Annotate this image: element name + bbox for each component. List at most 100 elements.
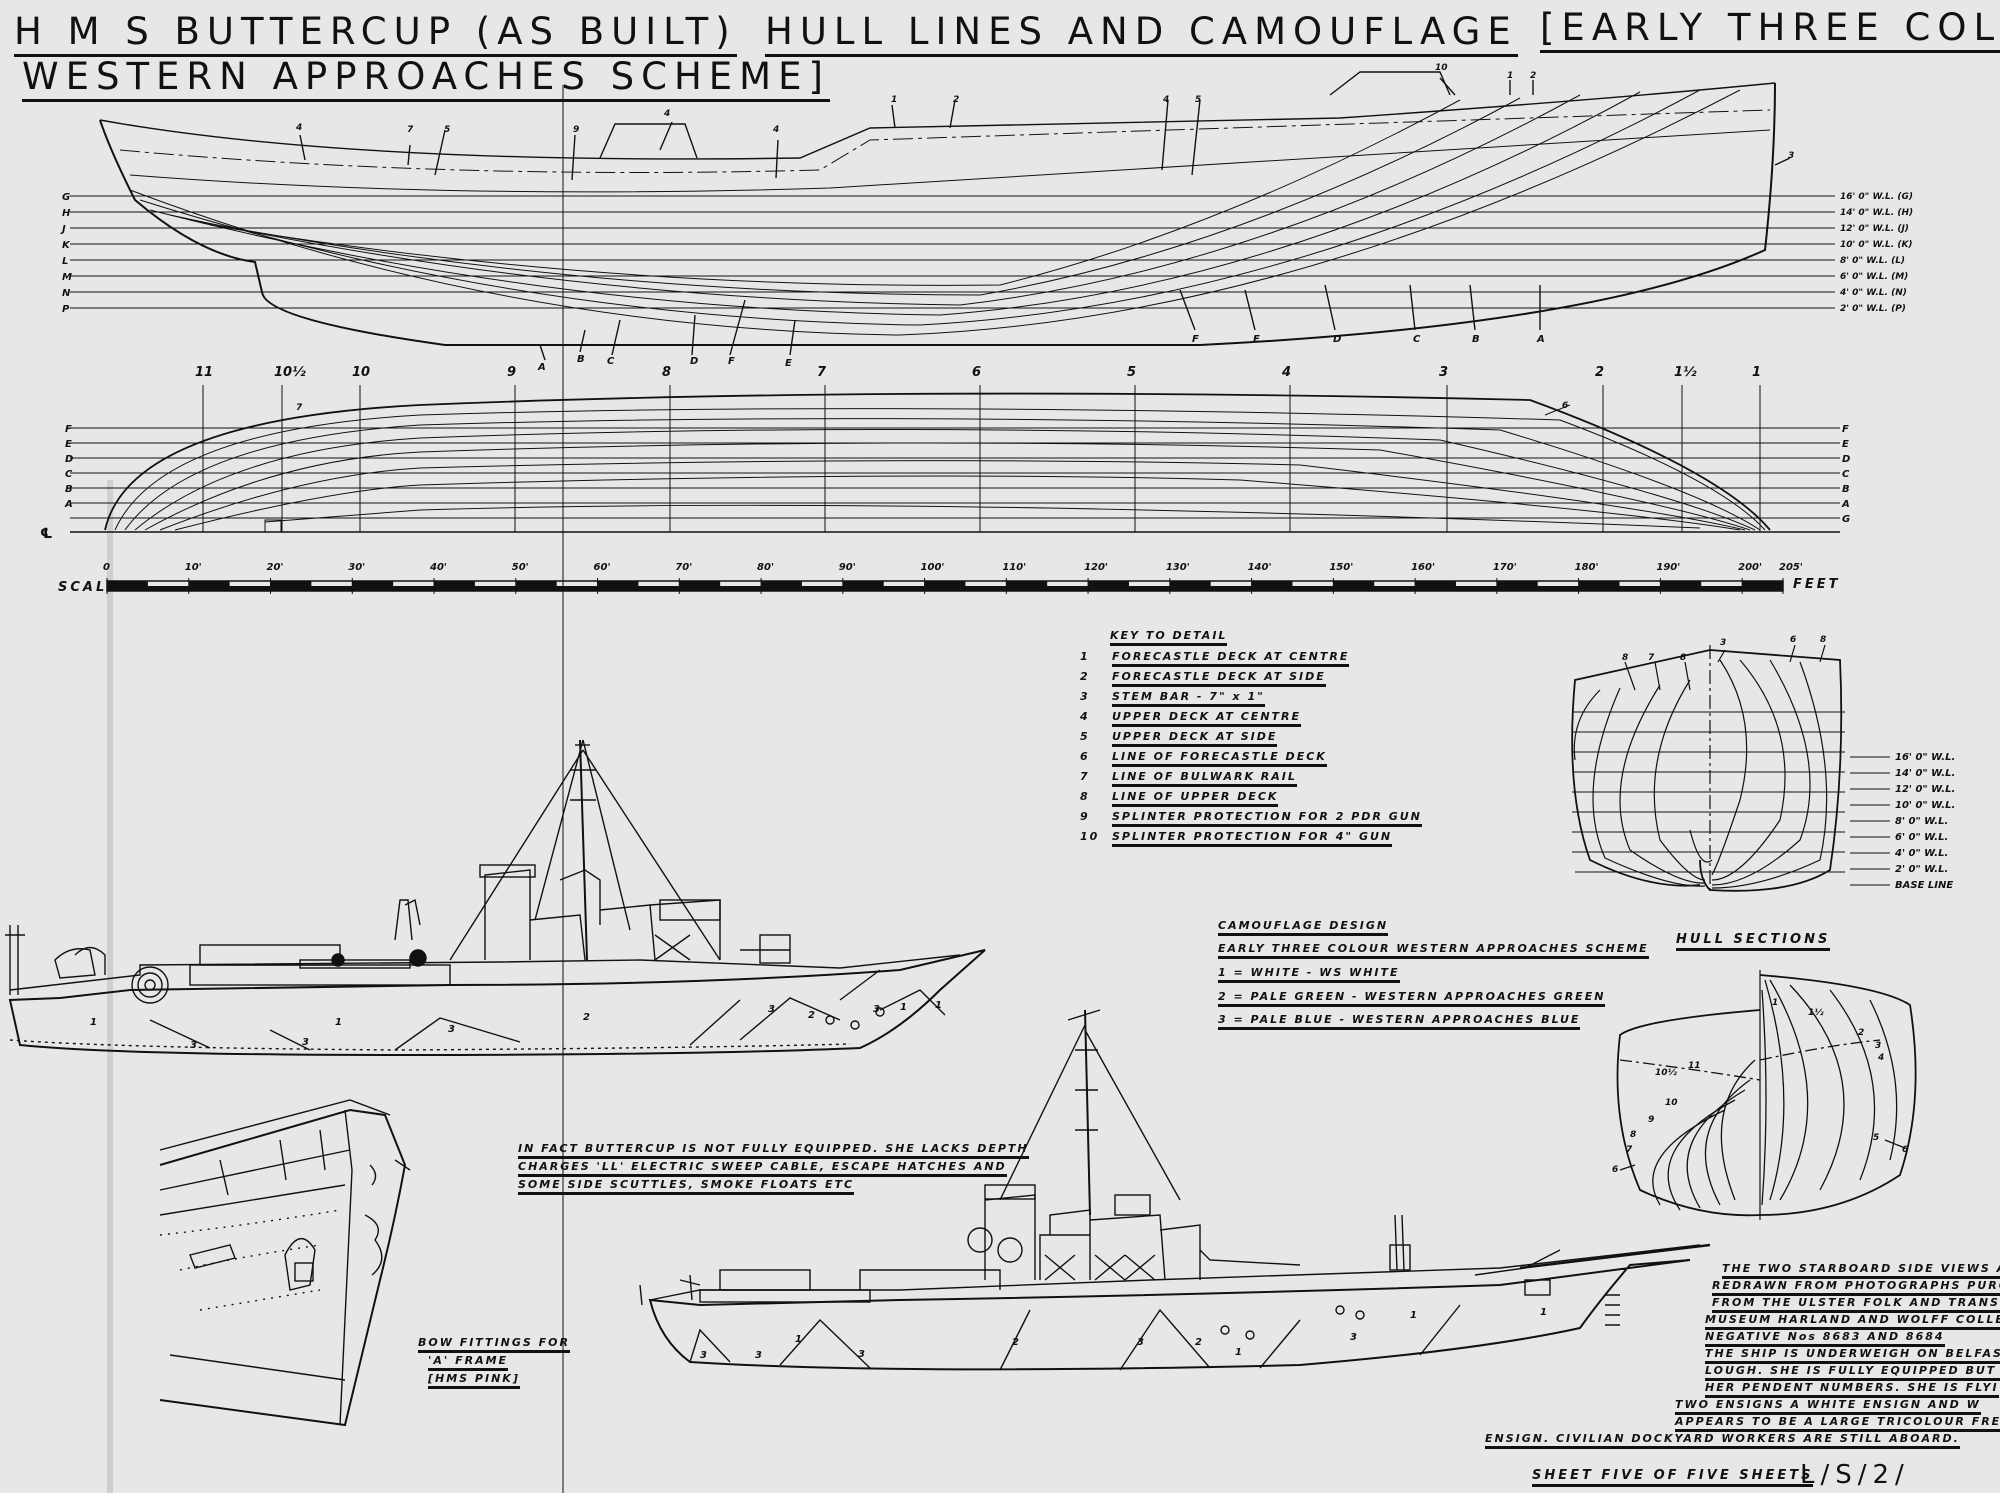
buttock-letter: C <box>607 356 615 367</box>
body-plan-waterline-label: 2' 0" W.L. <box>1895 864 1948 875</box>
photo-note-line: FROM THE ULSTER FOLK AND TRANS <box>1712 1296 2000 1313</box>
body-plan-callout: 3 <box>1720 638 1726 648</box>
body-plan-waterline-label: BASE LINE <box>1895 880 1953 891</box>
scale-tick-label: 140' <box>1248 562 1272 573</box>
scale-tick-label: 40' <box>429 562 447 573</box>
waterline-label: 10' 0" W.L. (K) <box>1840 240 1913 250</box>
hull-sections-heading: HULL SECTIONS <box>1676 932 1831 951</box>
hull-section-callout: 3 <box>1875 1041 1881 1051</box>
station-number: 10 <box>352 365 370 380</box>
profile-callout: 2 <box>953 95 959 105</box>
buttock-letter: A <box>537 362 546 373</box>
camouflage-number: 2 <box>583 1012 590 1023</box>
scale-label: SCALE <box>58 580 120 595</box>
plan-callout: 7 <box>296 403 303 413</box>
body-plan-waterline-label: 6' 0" W.L. <box>1895 832 1948 843</box>
camouflage-number: 1 <box>1235 1347 1242 1358</box>
station-number: 11 <box>195 365 213 380</box>
key-item-text: UPPER DECK AT CENTRE <box>1112 710 1302 727</box>
waterline-label: 16' 0" W.L. (G) <box>1840 192 1913 202</box>
profile-callout: 5 <box>1195 95 1201 105</box>
scale-tick-label: 90' <box>839 562 856 573</box>
body-plan-waterline-label: 4' 0" W.L. <box>1894 848 1948 859</box>
camouflage-number: 3 <box>700 1350 707 1361</box>
camouflage-item-3: 3 = PALE BLUE - WESTERN APPROACHES BLUE <box>1218 1013 1581 1030</box>
body-plan-waterline-labels: 16' 0" W.L.14' 0" W.L.12' 0" W.L.10' 0" … <box>1894 752 1955 891</box>
key-item-text: LINE OF FORECASTLE DECK <box>1112 750 1327 767</box>
scale-segment <box>1415 581 1456 586</box>
scale-segment <box>434 581 475 586</box>
buttock-letter: B <box>577 354 585 365</box>
plan-letter: B <box>1842 484 1850 495</box>
key-item-number: 5 <box>1080 730 1090 743</box>
scale-tick-label: 170' <box>1493 562 1517 573</box>
scale-tick-label: 70' <box>675 562 692 573</box>
plan-letter: E <box>65 439 72 450</box>
hull-section-callout: 1½ <box>1808 1008 1824 1018</box>
hull-section-callout: 11 <box>1688 1061 1701 1071</box>
ship-side-view-2 <box>639 1009 1711 1371</box>
scale-tick-label: 150' <box>1329 562 1353 573</box>
buttock-letter: E <box>1253 334 1260 345</box>
camouflage-number: 1 <box>1540 1307 1547 1318</box>
photo-note-line: THE SHIP IS UNDERWEIGH ON BELFAS <box>1705 1347 2000 1364</box>
scale-tick-label: 200' <box>1738 562 1762 573</box>
scale-tick-label: 180' <box>1575 562 1599 573</box>
scale-segment <box>679 581 721 586</box>
plan-letter: C <box>1842 469 1850 480</box>
station-number: 6 <box>972 365 981 380</box>
body-plan <box>1571 644 1890 895</box>
photo-note-line: REDRAWN FROM PHOTOGRAPHS PURC <box>1712 1279 2000 1296</box>
key-item-number: 10 <box>1080 830 1100 843</box>
bow-caption-line-1: BOW FITTINGS FOR <box>418 1336 570 1353</box>
camouflage-number: 1 <box>1410 1310 1417 1321</box>
key-item-text: SPLINTER PROTECTION FOR 4" GUN <box>1112 830 1393 847</box>
photo-note-line: NEGATIVE Nos 8683 AND 8684 <box>1705 1330 1945 1347</box>
waterline-letter: H <box>62 208 71 219</box>
camouflage-number: 1 <box>335 1017 342 1028</box>
camouflage-number: 3 <box>1137 1337 1144 1348</box>
key-heading: KEY TO DETAIL <box>1110 629 1228 646</box>
centre-line-mark: ℄ <box>40 526 56 542</box>
station-number: 4 <box>1281 365 1291 380</box>
camouflage-number: 2 <box>1195 1337 1202 1348</box>
buttock-letter: A <box>1536 334 1545 345</box>
profile-callout: 1 <box>1507 71 1513 81</box>
bow-caption-line-2: 'A' FRAME <box>428 1354 509 1371</box>
hull-section-callout: 6 <box>1902 1145 1908 1155</box>
plan-letter: F <box>1842 424 1849 435</box>
waterline-label: 6' 0" W.L. (M) <box>1840 272 1908 282</box>
scale-segment <box>1496 581 1538 586</box>
scale-tick-label: 120' <box>1084 562 1108 573</box>
key-item-text: SPLINTER PROTECTION FOR 2 PDR GUN <box>1112 810 1422 827</box>
waterline-letter: G <box>62 192 70 203</box>
camouflage-number: 1 <box>900 1002 907 1013</box>
body-plan-callout: 8 <box>1622 653 1628 663</box>
profile-callout: 4 <box>772 125 779 135</box>
hull-section-callout: 2 <box>1858 1028 1864 1038</box>
waterline-letter: N <box>62 288 71 299</box>
scale-tick-label: 100' <box>921 562 945 573</box>
key-item-number: 3 <box>1080 690 1090 703</box>
camouflage-number: 1 <box>90 1017 97 1028</box>
scale-segment <box>188 581 230 586</box>
scale-tick-label: 50' <box>512 562 529 573</box>
hull-section-callout: 1 <box>1772 998 1778 1008</box>
scale-segment <box>1251 581 1293 586</box>
scale-segment <box>107 581 148 586</box>
scale-segment <box>1006 581 1048 586</box>
profile-callout: 1 <box>891 95 897 105</box>
station-number: 1 <box>1752 365 1761 380</box>
scale-tick-label: 10' <box>185 562 202 573</box>
title-line-1a: H M S BUTTERCUP (AS BUILT) <box>14 10 737 57</box>
body-plan-waterline-label: 14' 0" W.L. <box>1895 768 1955 779</box>
equipment-note-line-3: SOME SIDE SCUTTLES, SMOKE FLOATS ETC <box>518 1178 855 1195</box>
hull-section-callout: 5 <box>1873 1133 1879 1143</box>
photo-note-line: ENSIGN. CIVILIAN DOCKYARD WORKERS ARE ST… <box>1485 1432 1960 1449</box>
equipment-note-line-2: CHARGES 'LL' ELECTRIC SWEEP CABLE, ESCAP… <box>518 1160 1007 1177</box>
scale-tick-label: 60' <box>594 562 611 573</box>
